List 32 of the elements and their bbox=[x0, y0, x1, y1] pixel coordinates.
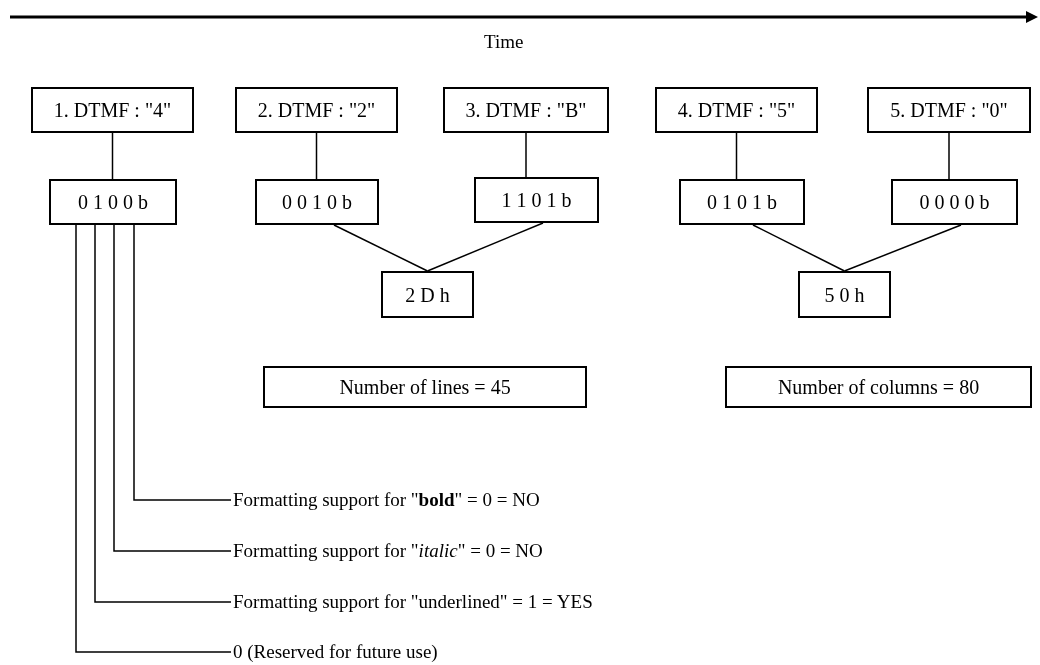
bit-description: Formatting support for "underlined" = 1 = YES bbox=[233, 589, 673, 615]
value-box: 1 1 0 1 b bbox=[474, 177, 599, 223]
value-box: 1. DTMF : "4" bbox=[31, 87, 194, 133]
bit-description: 0 (Reserved for future use) bbox=[233, 639, 653, 665]
value-box: Number of columns = 80 bbox=[725, 366, 1032, 408]
bit-description: Formatting support for "italic" = 0 = NO bbox=[233, 538, 653, 564]
connector-line bbox=[315, 132, 318, 180]
connector-line bbox=[735, 132, 738, 180]
bit-description: Formatting support for "bold" = 0 = NO bbox=[233, 487, 653, 513]
axis-label: Time bbox=[484, 30, 524, 54]
value-box: 2 D h bbox=[381, 271, 474, 318]
connector-line bbox=[111, 132, 114, 180]
value-box: 0 0 0 0 b bbox=[891, 179, 1018, 225]
value-box: 0 0 1 0 b bbox=[255, 179, 379, 225]
value-box: 5. DTMF : "0" bbox=[867, 87, 1031, 133]
value-box: 2. DTMF : "2" bbox=[235, 87, 398, 133]
connector-line bbox=[333, 224, 429, 272]
value-box: Number of lines = 45 bbox=[263, 366, 587, 408]
connector-line bbox=[426, 222, 544, 272]
leader-line bbox=[94, 224, 232, 603]
leader-line bbox=[75, 224, 232, 653]
connector-line bbox=[525, 132, 527, 178]
value-box: 0 1 0 1 b bbox=[679, 179, 805, 225]
leader-line bbox=[133, 224, 232, 501]
value-box: 0 1 0 0 b bbox=[49, 179, 177, 225]
connector-line bbox=[948, 132, 950, 180]
value-box: 5 0 h bbox=[798, 271, 891, 318]
value-box: 3. DTMF : "B" bbox=[443, 87, 609, 133]
connector-line bbox=[752, 224, 846, 272]
leader-line bbox=[113, 224, 232, 552]
value-box: 4. DTMF : "5" bbox=[655, 87, 818, 133]
connector-line bbox=[843, 224, 962, 272]
